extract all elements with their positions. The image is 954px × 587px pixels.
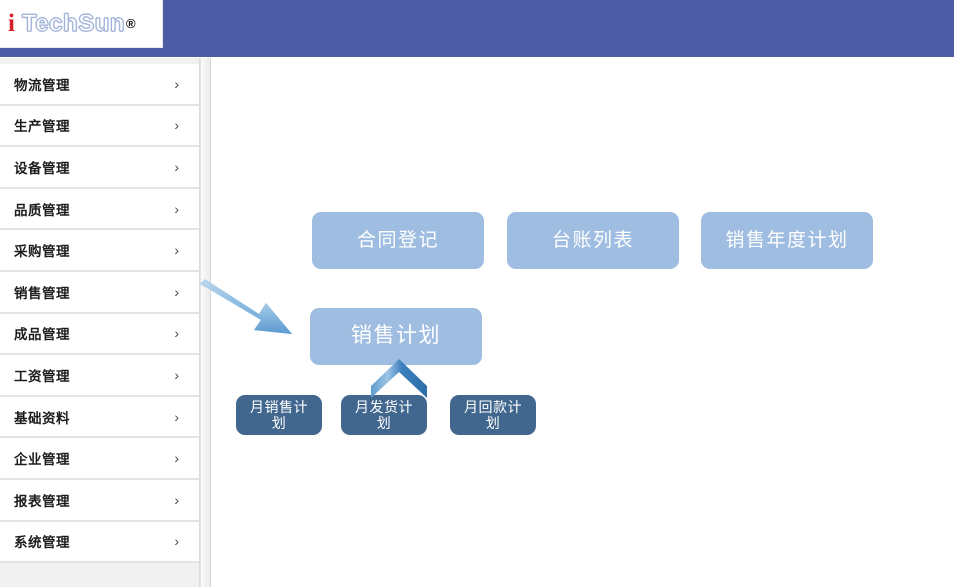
sidebar-item-label: 品质管理: [14, 202, 70, 218]
chevron-right-icon: ›: [174, 200, 179, 217]
main-content-area: 合同登记 台账列表 销售年度计划 销售计划 月销售计划 月发货计划 月回款计划: [212, 58, 954, 587]
sidebar-item-label: 生产管理: [14, 119, 70, 135]
sidebar-item-logistics[interactable]: 物流管理 ›: [0, 64, 199, 106]
sidebar-item-equipment[interactable]: 设备管理 ›: [0, 147, 199, 189]
chevron-right-icon: ›: [174, 491, 179, 508]
sidebar-item-label: 系统管理: [14, 535, 70, 551]
chevron-right-icon: ›: [174, 408, 179, 425]
card-ledger-list[interactable]: 台账列表: [507, 212, 679, 269]
sidebar-item-label: 工资管理: [14, 368, 70, 384]
chevron-right-icon: ›: [174, 533, 179, 550]
sidebar-item-label: 销售管理: [14, 285, 70, 301]
sidebar-item-quality[interactable]: 品质管理 ›: [0, 188, 199, 231]
card-monthly-sales-plan[interactable]: 月销售计划: [236, 395, 322, 435]
chevron-right-icon: ›: [174, 450, 179, 467]
chevron-right-icon: ›: [174, 366, 179, 383]
card-sales-plan[interactable]: 销售计划: [310, 308, 482, 365]
sidebar-item-basic-data[interactable]: 基础资料 ›: [0, 396, 199, 439]
sidebar-item-sales[interactable]: 销售管理 ›: [0, 271, 199, 314]
sidebar-item-reports[interactable]: 报表管理 ›: [0, 479, 199, 522]
sidebar-item-label: 成品管理: [14, 327, 70, 343]
sidebar-item-system[interactable]: 系统管理 ›: [0, 521, 199, 564]
sidebar-item-payroll[interactable]: 工资管理 ›: [0, 355, 199, 397]
sidebar-item-label: 企业管理: [14, 452, 70, 468]
card-label: 月发货计划: [355, 398, 413, 431]
sidebar-item-enterprise[interactable]: 企业管理 ›: [0, 438, 199, 480]
logo-wordmark: TechSun: [21, 9, 126, 37]
card-label: 台账列表: [551, 229, 634, 251]
card-contract-registration[interactable]: 合同登记: [312, 212, 484, 269]
sidebar-item-label: 报表管理: [14, 493, 70, 509]
brand-logo[interactable]: i TechSun ®: [0, 0, 163, 48]
sidebar-navigation[interactable]: 物流管理 › 生产管理 › 设备管理 › 品质管理 › 采购管理 › 销售管理 …: [0, 58, 200, 587]
registered-trademark-icon: ®: [126, 16, 136, 31]
sidebar-item-label: 物流管理: [14, 77, 70, 93]
sidebar-item-production[interactable]: 生产管理 ›: [0, 105, 199, 148]
chevron-right-icon: ›: [174, 158, 179, 175]
chevron-right-icon: ›: [174, 117, 179, 134]
sidebar-item-label: 基础资料: [14, 410, 70, 426]
card-label: 销售年度计划: [725, 229, 849, 251]
sidebar-item-purchasing[interactable]: 采购管理 ›: [0, 230, 199, 272]
chevron-right-icon: ›: [174, 283, 179, 300]
card-monthly-shipment-plan[interactable]: 月发货计划: [341, 395, 427, 435]
chevron-right-icon: ›: [174, 242, 179, 259]
card-label: 月销售计划: [250, 398, 308, 431]
card-monthly-collection-plan[interactable]: 月回款计划: [450, 395, 536, 435]
sidebar-scrollbar[interactable]: [200, 58, 211, 587]
card-label: 合同登记: [356, 229, 439, 251]
sidebar-item-finished-goods[interactable]: 成品管理 ›: [0, 313, 199, 356]
logo-i-mark: i: [8, 10, 15, 37]
sidebar-item-label: 采购管理: [14, 244, 70, 260]
sidebar-item-label: 设备管理: [14, 160, 70, 176]
card-label: 销售计划: [351, 324, 441, 348]
card-annual-sales-plan[interactable]: 销售年度计划: [701, 212, 873, 269]
chevron-right-icon: ›: [174, 325, 179, 342]
chevron-right-icon: ›: [174, 75, 179, 92]
header-bar: i TechSun ®: [0, 0, 954, 57]
card-label: 月回款计划: [464, 398, 522, 431]
